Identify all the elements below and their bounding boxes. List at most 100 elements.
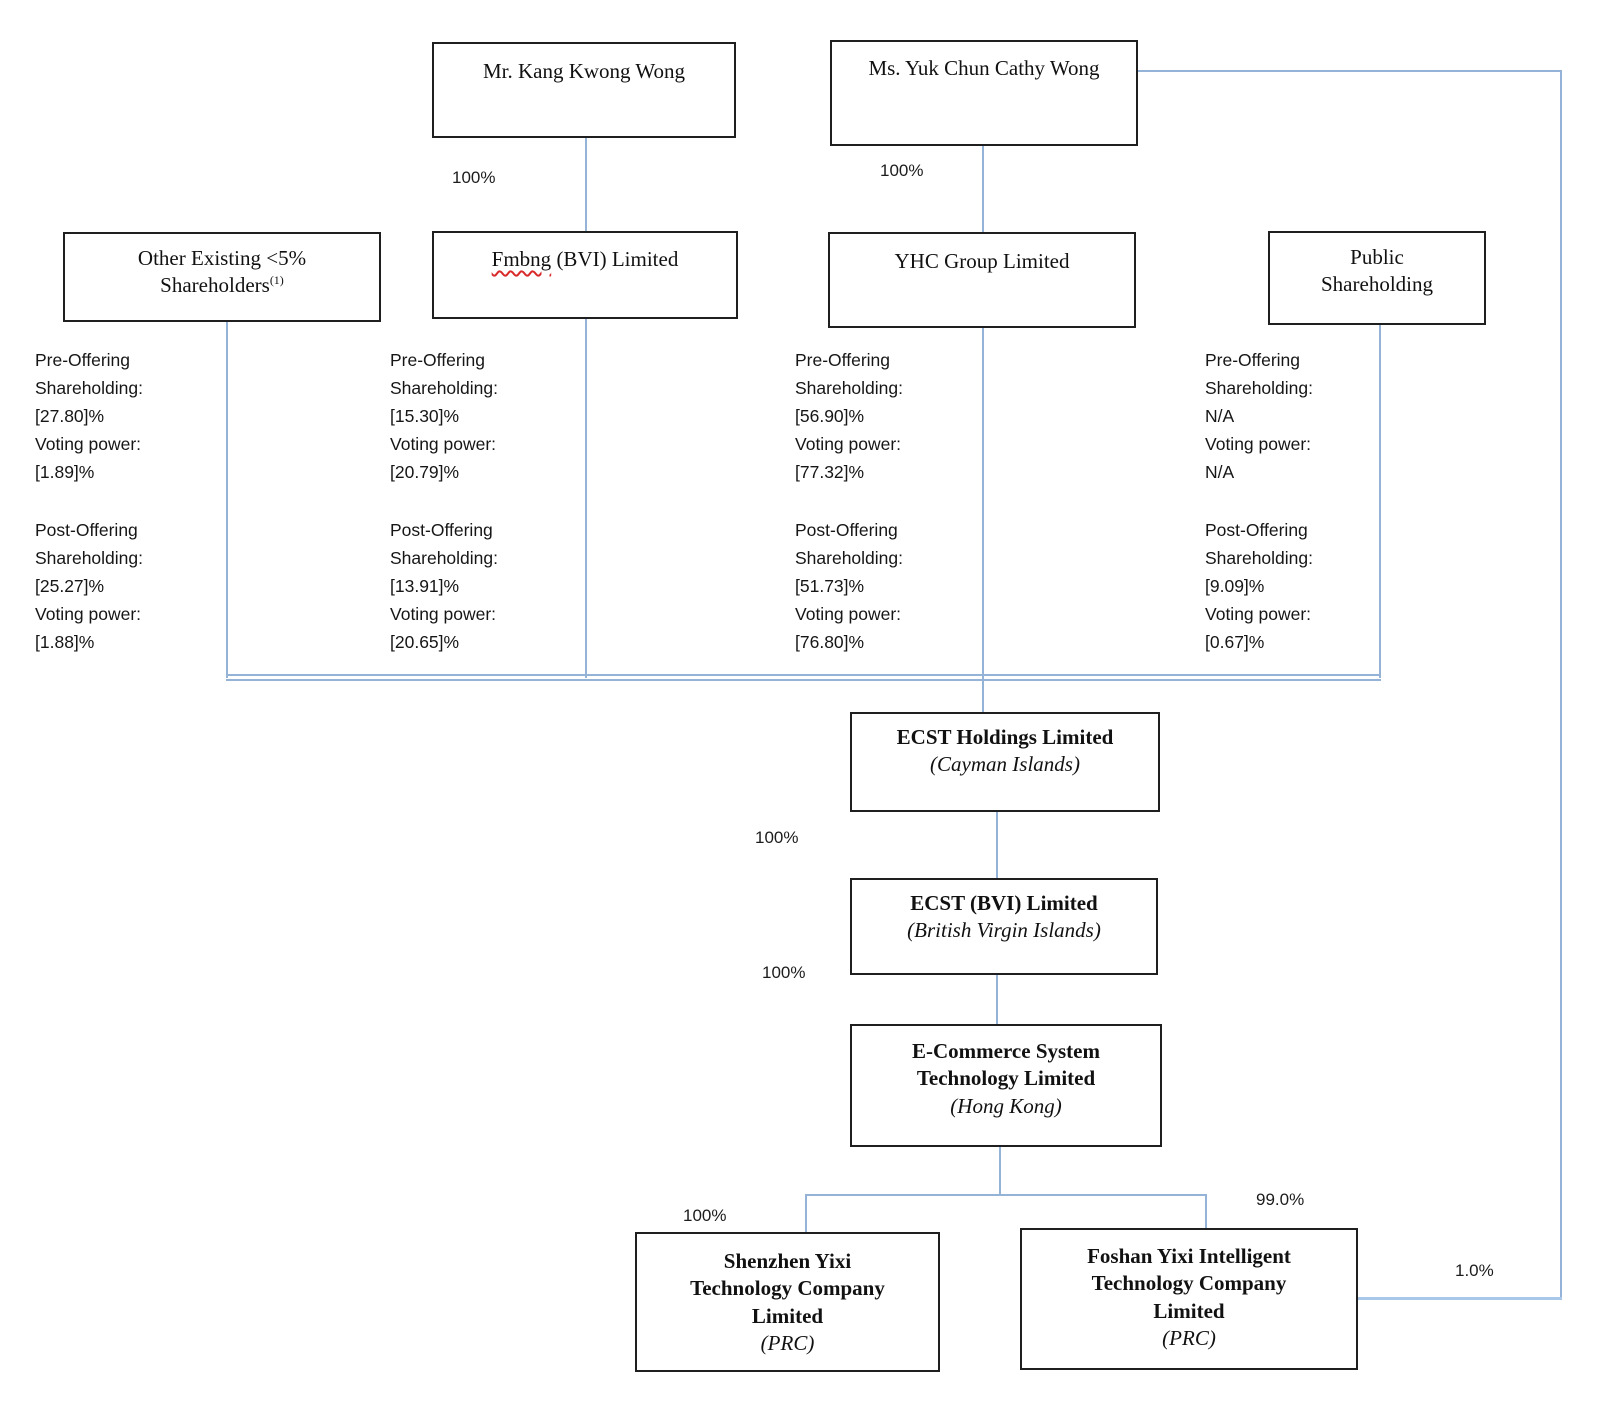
edge-label-bvi-to-ecommerce: 100% bbox=[762, 963, 806, 982]
note-line: Post-Offering bbox=[1205, 520, 1308, 540]
note-line: [13.91]% bbox=[390, 576, 460, 596]
note-line: [76.80]% bbox=[795, 632, 865, 652]
node-other-existing-shareholders: Other Existing <5% Shareholders(1) bbox=[63, 232, 381, 322]
note-gap bbox=[795, 486, 1015, 516]
note-line: Shareholding: bbox=[35, 378, 143, 398]
edge-label-ecommerce-to-shenzhen: 100% bbox=[683, 1206, 727, 1225]
node-fmbng-bvi-limited: Fmbng (BVI) Limited bbox=[432, 231, 738, 319]
note-line: Pre-Offering bbox=[35, 350, 130, 370]
node-label-misspelled-word: Fmbng bbox=[491, 247, 552, 271]
company-name-line2: Technology Limited bbox=[916, 1066, 1096, 1091]
note-line: [27.80]% bbox=[35, 406, 105, 426]
connector-split-bar bbox=[805, 1194, 1207, 1196]
note-line: [77.32]% bbox=[795, 462, 865, 482]
node-ecst-bvi-limited: ECST (BVI) Limited (British Virgin Islan… bbox=[850, 878, 1158, 975]
note-line: N/A bbox=[1205, 462, 1235, 482]
note-line: [0.67]% bbox=[1205, 632, 1265, 652]
connector-right-rail bbox=[1560, 70, 1562, 1300]
note-gap bbox=[35, 486, 255, 516]
note-line: [9.09]% bbox=[1205, 576, 1265, 596]
node-label: Ms. Yuk Chun Cathy Wong bbox=[868, 56, 1100, 80]
note-line: Voting power: bbox=[35, 604, 142, 624]
note-line: [1.89]% bbox=[35, 462, 95, 482]
note-line: Voting power: bbox=[795, 434, 902, 454]
note-line: Shareholding: bbox=[390, 548, 498, 568]
connector-rail-to-foshan bbox=[1358, 1297, 1562, 1300]
connector-to-foshan bbox=[1205, 1194, 1207, 1228]
note-line: [20.79]% bbox=[390, 462, 460, 482]
node-ecommerce-system-technology-limited: E-Commerce System Technology Limited (Ho… bbox=[850, 1024, 1162, 1147]
note-line: [56.90]% bbox=[795, 406, 865, 426]
note-gap bbox=[390, 486, 610, 516]
company-name-line3: Limited bbox=[751, 1303, 824, 1328]
node-label-text: Shareholders bbox=[160, 273, 270, 298]
node-label-line1: Other Existing <5% bbox=[137, 246, 307, 270]
note-line: Post-Offering bbox=[795, 520, 898, 540]
company-name-line2: Technology Company bbox=[1091, 1271, 1287, 1296]
note-line: Shareholding: bbox=[795, 378, 903, 398]
edge-label-ecommerce-to-foshan: 99.0% bbox=[1256, 1190, 1305, 1209]
note-line: [15.30]% bbox=[390, 406, 460, 426]
company-jurisdiction: (Cayman Islands) bbox=[930, 752, 1080, 777]
note-line: N/A bbox=[1205, 406, 1235, 426]
node-label-line2: Shareholding bbox=[1321, 272, 1433, 297]
note-line: Pre-Offering bbox=[1205, 350, 1300, 370]
company-name: ECST (BVI) Limited bbox=[910, 891, 1098, 915]
node-yhc-group-limited: YHC Group Limited bbox=[828, 232, 1136, 328]
connector-bvi-to-ecommerce bbox=[996, 975, 998, 1024]
note-line: Shareholding: bbox=[795, 548, 903, 568]
node-label: Mr. Kang Kwong Wong bbox=[482, 59, 686, 83]
note-line: Shareholding: bbox=[1205, 378, 1313, 398]
note-line: Voting power: bbox=[390, 434, 497, 454]
company-jurisdiction: (PRC) bbox=[1162, 1325, 1216, 1350]
connector-kang-to-fmbng bbox=[585, 138, 587, 232]
connector-ecommerce-stem bbox=[999, 1147, 1001, 1196]
note-line: [25.27]% bbox=[35, 576, 105, 596]
connector-holdings-to-bvi bbox=[996, 812, 998, 878]
connector-yuk-to-right-rail bbox=[1138, 70, 1562, 72]
edge-label-kang-to-fmbng: 100% bbox=[452, 168, 496, 187]
node-mr-kang-kwong-wong: Mr. Kang Kwong Wong bbox=[432, 42, 736, 138]
company-name-line1: E-Commerce System bbox=[912, 1039, 1100, 1063]
node-shenzhen-yixi-technology: Shenzhen Yixi Technology Company Limited… bbox=[635, 1232, 940, 1372]
connector-yuk-to-yhc bbox=[982, 146, 984, 232]
node-ms-yuk-chun-cathy-wong: Ms. Yuk Chun Cathy Wong bbox=[830, 40, 1138, 146]
connector-other-existing-down bbox=[226, 322, 228, 678]
connector-to-shenzhen bbox=[805, 1194, 807, 1232]
note-line: Post-Offering bbox=[390, 520, 493, 540]
company-jurisdiction: (Hong Kong) bbox=[950, 1093, 1062, 1118]
note-line: Shareholding: bbox=[35, 548, 143, 568]
company-name-line1: Foshan Yixi Intelligent bbox=[1087, 1244, 1291, 1268]
note-line: Voting power: bbox=[795, 604, 902, 624]
connector-public-down bbox=[1379, 325, 1381, 678]
note-line: [20.65]% bbox=[390, 632, 460, 652]
note-line: [51.73]% bbox=[795, 576, 865, 596]
note-line: Voting power: bbox=[1205, 434, 1312, 454]
connector-merge-bar bbox=[226, 674, 1381, 681]
company-name-line2: Technology Company bbox=[690, 1276, 885, 1301]
company-jurisdiction: (British Virgin Islands) bbox=[907, 918, 1101, 943]
shareholding-note-other-existing: Pre-Offering Shareholding: [27.80]% Voti… bbox=[35, 346, 255, 656]
shareholding-note-fmbng: Pre-Offering Shareholding: [15.30]% Voti… bbox=[390, 346, 610, 656]
shareholding-note-public: Pre-Offering Shareholding: N/A Voting po… bbox=[1205, 346, 1425, 656]
node-label-line2: Shareholders(1) bbox=[65, 272, 379, 299]
footnote-marker: (1) bbox=[269, 273, 284, 288]
note-line: Shareholding: bbox=[1205, 548, 1313, 568]
node-label: YHC Group Limited bbox=[894, 249, 1070, 273]
company-name-line3: Limited bbox=[1153, 1298, 1225, 1323]
note-line: Pre-Offering bbox=[390, 350, 485, 370]
edge-label-holdings-to-bvi: 100% bbox=[755, 828, 799, 847]
edge-label-yuk-to-foshan: 1.0% bbox=[1455, 1261, 1494, 1280]
note-line: Voting power: bbox=[390, 604, 497, 624]
company-jurisdiction: (PRC) bbox=[760, 1330, 815, 1355]
node-label-rest: (BVI) Limited bbox=[551, 247, 679, 271]
note-line: Post-Offering bbox=[35, 520, 138, 540]
note-line: Voting power: bbox=[35, 434, 142, 454]
note-line: Voting power: bbox=[1205, 604, 1312, 624]
connector-fmbng-down bbox=[585, 319, 587, 678]
company-name-line1: Shenzhen Yixi bbox=[723, 1249, 852, 1273]
node-foshan-yixi-intelligent-technology: Foshan Yixi Intelligent Technology Compa… bbox=[1020, 1228, 1358, 1370]
node-ecst-holdings-limited: ECST Holdings Limited (Cayman Islands) bbox=[850, 712, 1160, 812]
note-line: Pre-Offering bbox=[795, 350, 890, 370]
